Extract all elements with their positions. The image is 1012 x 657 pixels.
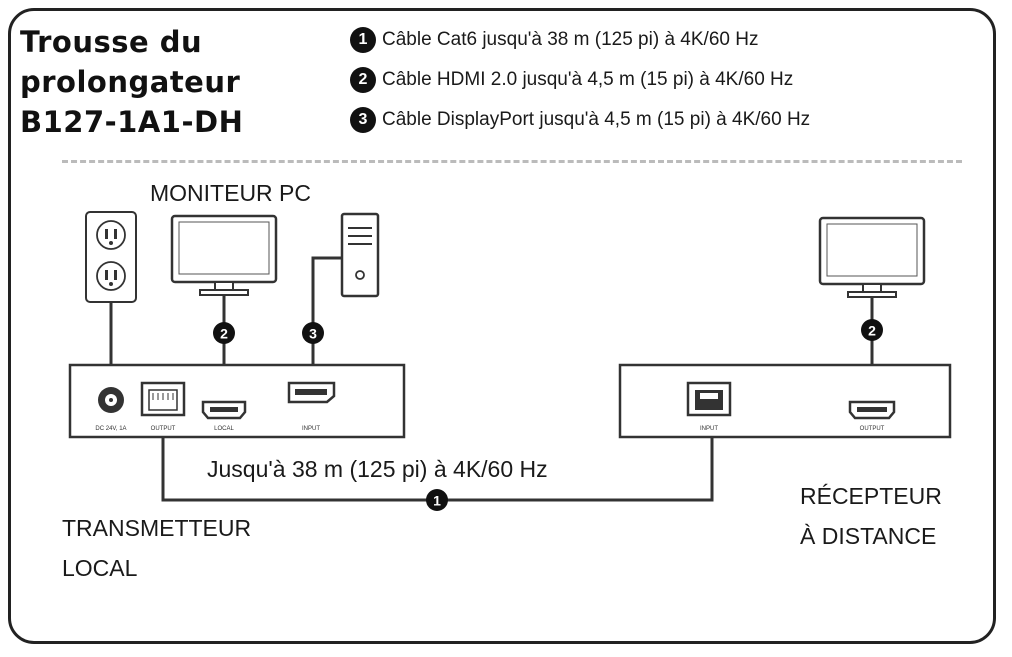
badge-hdmi-remote: 2 — [861, 319, 883, 341]
rx-port-label-output: OUTPUT — [860, 426, 885, 432]
port-label-output: OUTPUT — [151, 426, 176, 432]
legend-item-hdmi: 2 Câble HDMI 2.0 jusqu'à 4,5 m (15 pi) à… — [350, 60, 810, 100]
svg-text:2: 2 — [868, 323, 876, 339]
local-monitor-icon — [170, 214, 278, 296]
receiver-label: RÉCEPTEUR À DISTANCE — [800, 476, 942, 556]
rj45-port-icon — [140, 381, 186, 417]
kit-title: Trousse du prolongateur B127-1A1-DH — [20, 22, 243, 142]
cable-run-label: Jusqu'à 38 m (125 pi) à 4K/60 Hz — [207, 456, 548, 482]
receiver-label-line-1: RÉCEPTEUR — [800, 483, 942, 509]
transmitter-label: TRANSMETTEUR LOCAL — [62, 508, 251, 588]
badge-cat6: 1 — [426, 489, 448, 511]
port-label-power: DC 24V, 1A — [95, 426, 126, 432]
title-line-3: B127-1A1-DH — [20, 105, 244, 139]
diagram-frame — [8, 8, 996, 644]
hdmi-port-icon — [201, 400, 247, 420]
svg-text:2: 2 — [220, 326, 228, 342]
rx-hdmi-port-icon — [848, 400, 896, 420]
wall-outlet-icon — [85, 211, 137, 303]
rx-port-label-input: INPUT — [700, 426, 718, 432]
title-line-2: prolongateur — [20, 65, 241, 99]
title-line-1: Trousse du — [20, 25, 203, 59]
section-divider — [62, 160, 962, 163]
displayport-port-icon — [287, 381, 336, 404]
legend-badge-3: 3 — [350, 107, 376, 133]
port-label-local: LOCAL — [214, 426, 234, 432]
port-label-input: INPUT — [302, 426, 320, 432]
legend-text-cat6: Câble Cat6 jusqu'à 38 m (125 pi) à 4K/60… — [382, 29, 759, 50]
badge-displayport: 3 — [302, 322, 324, 344]
power-jack-icon — [98, 387, 124, 413]
rx-rj45-port-icon — [686, 381, 732, 417]
remote-monitor-icon — [818, 216, 926, 298]
transmitter-label-line-2: LOCAL — [62, 555, 138, 581]
legend-badge-1: 1 — [350, 27, 376, 53]
legend-item-displayport: 3 Câble DisplayPort jusqu'à 4,5 m (15 pi… — [350, 100, 810, 140]
pc-tower-icon — [340, 212, 380, 298]
receiver-label-line-2: À DISTANCE — [800, 523, 937, 549]
legend-text-displayport: Câble DisplayPort jusqu'à 4,5 m (15 pi) … — [382, 109, 811, 130]
monitor-pc-label: MONITEUR PC — [150, 180, 311, 206]
badge-hdmi-local: 2 — [213, 322, 235, 344]
svg-text:1: 1 — [433, 493, 441, 509]
transmitter-label-line-1: TRANSMETTEUR — [62, 515, 252, 541]
legend-item-cat6: 1 Câble Cat6 jusqu'à 38 m (125 pi) à 4K/… — [350, 20, 810, 60]
cable-legend: 1 Câble Cat6 jusqu'à 38 m (125 pi) à 4K/… — [350, 20, 810, 140]
svg-text:3: 3 — [309, 326, 317, 342]
legend-badge-2: 2 — [350, 67, 376, 93]
legend-text-hdmi: Câble HDMI 2.0 jusqu'à 4,5 m (15 pi) à 4… — [382, 69, 794, 90]
receiver-box: INPUT OUTPUT — [618, 363, 952, 439]
transmitter-box: DC 24V, 1A OUTPUT LOCAL INPUT — [68, 363, 406, 439]
